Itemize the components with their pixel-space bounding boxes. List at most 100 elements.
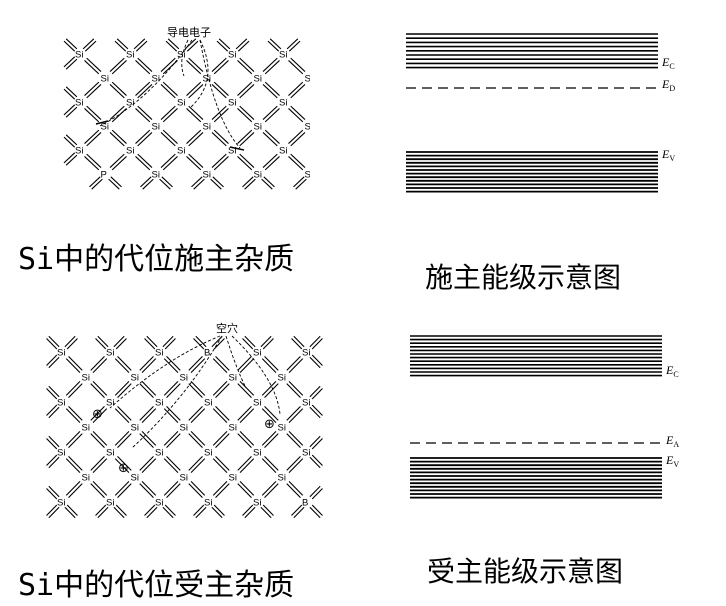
bond-line	[235, 38, 248, 50]
bond-line	[86, 84, 102, 99]
bond-line	[63, 56, 76, 68]
si-atom: Si	[106, 348, 114, 359]
bond-line	[65, 380, 81, 396]
si-atom: Si	[302, 348, 310, 359]
donor-level-diagram: EC ED EV	[400, 22, 700, 212]
bond-line	[291, 504, 303, 516]
bond-line	[261, 458, 277, 474]
bond-line	[213, 81, 229, 96]
bond-line	[137, 132, 153, 147]
bond-line	[215, 455, 230, 471]
bond-line	[48, 385, 60, 398]
bond-line	[133, 38, 146, 50]
bond-line	[164, 504, 176, 516]
bond-line	[293, 335, 305, 348]
si-atom: Si	[204, 498, 212, 509]
bond-line	[109, 153, 125, 168]
bond-line	[237, 383, 252, 399]
bond-line	[162, 129, 178, 144]
bond-line	[239, 358, 255, 374]
si-atom: Si	[57, 498, 65, 509]
bond-line	[288, 60, 304, 75]
si-atom: Si	[106, 448, 114, 459]
bond-line	[166, 355, 181, 371]
bond-line	[160, 57, 176, 72]
bond-line	[262, 338, 274, 350]
bond-line	[264, 156, 280, 171]
ec-label: EC	[661, 55, 675, 71]
ec-label-2: EC	[665, 363, 679, 379]
bond-line	[90, 483, 105, 499]
si-atom: Si	[177, 146, 185, 157]
bond-line	[288, 458, 304, 474]
bond-line	[48, 356, 60, 369]
bond-line	[188, 433, 203, 449]
bond-line	[65, 480, 81, 496]
bond-line	[117, 355, 132, 371]
bond-line	[137, 84, 153, 99]
bond-line	[264, 433, 279, 449]
bond-line	[239, 105, 255, 120]
bond-line	[160, 153, 176, 168]
bond-line	[46, 404, 58, 416]
si-atom: Si	[57, 448, 65, 459]
bond-line	[186, 81, 202, 96]
bond-line	[144, 504, 156, 516]
bond-line	[46, 504, 58, 516]
bond-line	[237, 483, 252, 499]
bond-line	[237, 108, 253, 123]
bond-line	[65, 58, 78, 70]
si-atom: Si	[305, 170, 311, 181]
bond-line	[141, 430, 157, 446]
bond-line	[262, 504, 274, 516]
bond-line	[242, 338, 254, 350]
bond-line	[237, 129, 253, 144]
bond-line	[117, 483, 132, 499]
bond-line	[191, 176, 203, 188]
bond-line	[115, 338, 127, 350]
bond-line	[261, 178, 273, 190]
bond-line	[46, 438, 58, 450]
bond-line	[211, 506, 223, 518]
si-atom: Si	[131, 373, 139, 384]
donor-atoms: SiSiSiSiSiSiSiSiSiSiSiSiSiSiSiSiSiSiSiSi…	[75, 50, 310, 181]
bond-line	[188, 132, 204, 147]
bond-line	[186, 108, 202, 123]
acceptor-level-svg: EC EA EV	[410, 335, 679, 499]
bond-line	[111, 108, 127, 123]
si-atom: Si	[229, 373, 237, 384]
bond-line	[141, 480, 157, 496]
si-atom: Si	[203, 170, 211, 181]
bond-line	[48, 485, 60, 498]
bond-line	[86, 132, 102, 147]
si-atom: Si	[302, 398, 310, 409]
bond-line	[264, 383, 279, 399]
bond-line	[264, 108, 280, 123]
bond-line	[141, 358, 157, 374]
bond-line	[288, 108, 304, 123]
bond-line	[261, 358, 277, 374]
bond-line	[135, 108, 151, 123]
si-atom: Si	[152, 122, 160, 133]
bond-line	[215, 405, 230, 421]
bond-line	[163, 458, 179, 474]
bond-line	[290, 105, 306, 120]
bond-line	[239, 57, 255, 72]
si-atom: Si	[253, 448, 261, 459]
bond-line	[264, 455, 279, 471]
bond-line	[139, 383, 154, 399]
si-atom: Si	[131, 423, 139, 434]
bond-line	[68, 433, 83, 449]
bond-line	[212, 430, 228, 446]
bond-line	[66, 338, 78, 350]
bond-line	[239, 153, 255, 168]
bond-line	[211, 153, 227, 168]
impurity-atom: B	[204, 348, 210, 359]
bond-line	[264, 405, 279, 421]
impurity-atom: B	[302, 498, 308, 509]
bond-line	[63, 152, 76, 164]
bond-line	[262, 57, 278, 72]
bond-line	[237, 405, 252, 421]
bond-line	[291, 338, 303, 350]
